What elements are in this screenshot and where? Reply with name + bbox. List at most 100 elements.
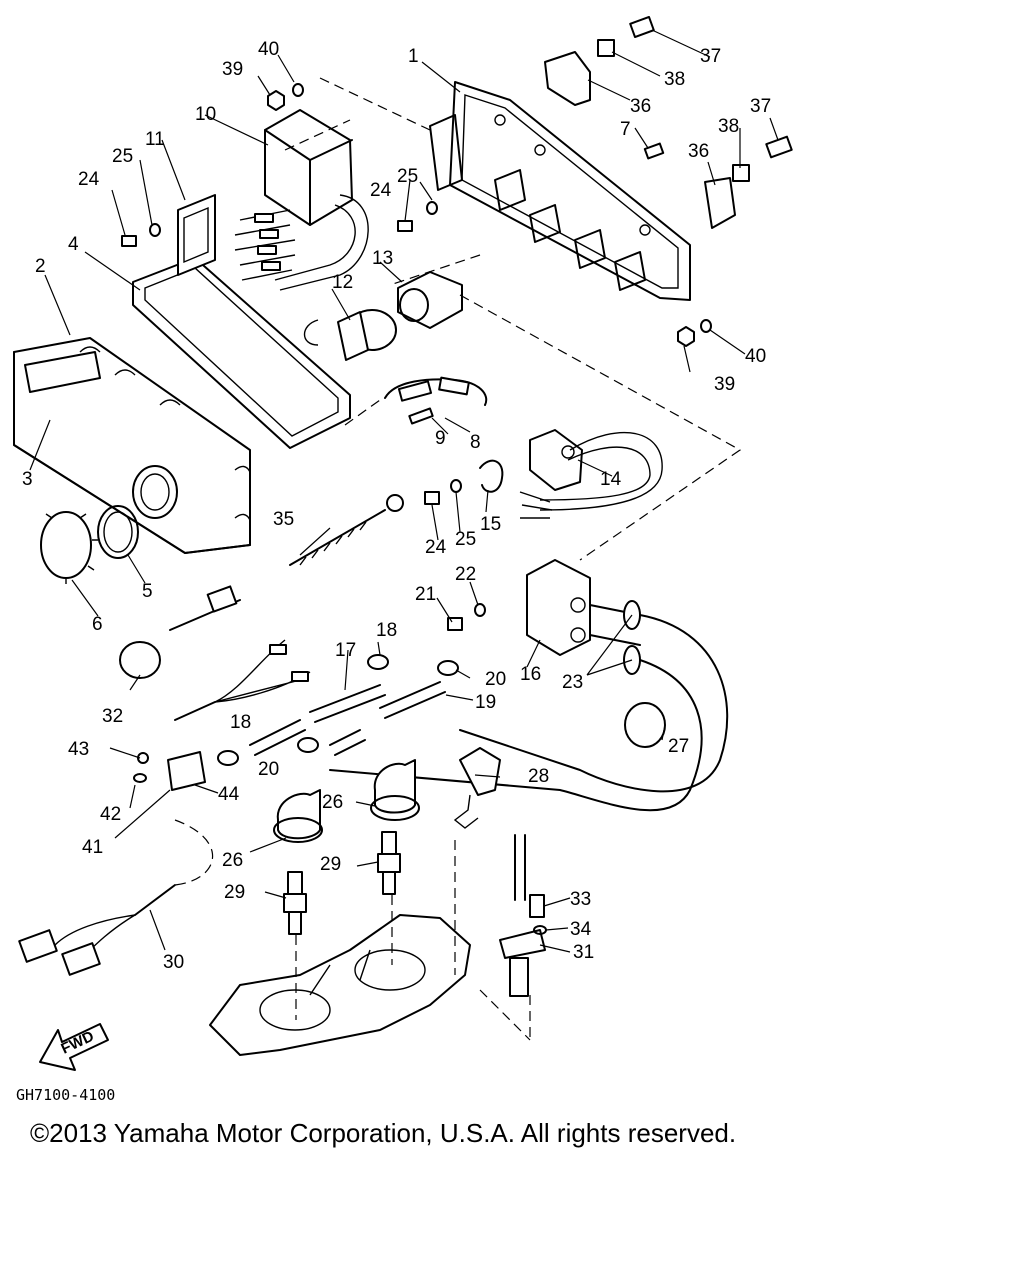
callout-26a: 26 (222, 850, 243, 871)
cdi-unit-part-13[interactable] (397, 271, 463, 329)
callout-22: 22 (455, 564, 476, 585)
clamp-part-32[interactable] (119, 641, 161, 679)
callout-9: 9 (435, 428, 446, 449)
callout-21: 21 (415, 584, 436, 605)
holder-part-11[interactable] (177, 194, 216, 276)
callout-18b: 18 (230, 712, 251, 733)
hose-part-17[interactable] (309, 684, 386, 723)
callout-13: 13 (372, 248, 393, 269)
callout-42: 42 (100, 804, 121, 825)
callout-37a: 37 (700, 46, 721, 67)
callout-33: 33 (570, 889, 591, 910)
sensor-bracket-part-28[interactable] (453, 747, 501, 829)
cable-part-35[interactable] (289, 494, 404, 566)
bolt-part-7[interactable] (643, 142, 665, 160)
callout-39a: 39 (222, 59, 243, 80)
callout-14: 14 (600, 469, 622, 490)
spark-plug-cap-part-26-a[interactable] (273, 789, 323, 843)
spark-plug-cap-part-26-b[interactable] (370, 759, 420, 821)
spark-plug-part-29-b[interactable] (377, 831, 401, 895)
callout-27: 27 (668, 736, 689, 757)
callout-20a: 20 (485, 669, 506, 690)
callout-15: 15 (480, 514, 501, 535)
callout-10: 10 (195, 104, 216, 125)
clamp-part-27[interactable] (624, 702, 666, 748)
clamp-part-15[interactable] (479, 459, 504, 493)
callout-26b: 26 (322, 792, 343, 813)
ignition-coil-part-14[interactable] (529, 429, 663, 511)
high-tension-cords (329, 614, 729, 812)
callout-37b: 37 (750, 96, 771, 117)
callout-18a: 18 (376, 620, 397, 641)
starter-relay-part-12[interactable] (303, 309, 397, 361)
nut-part-39[interactable] (267, 90, 695, 347)
callout-34: 34 (570, 919, 592, 940)
callout-25a: 25 (112, 146, 133, 167)
copyright-notice: ©2013 Yamaha Motor Corporation, U.S.A. A… (30, 1118, 737, 1148)
callout-25c: 25 (455, 529, 476, 550)
assembly-lines (174, 77, 742, 1041)
cover-part-2[interactable] (13, 337, 251, 554)
clamp-part-20-b[interactable] (297, 737, 319, 753)
fwd-arrow-icon: FWD (39, 1023, 109, 1071)
holder-part-44[interactable] (167, 751, 206, 791)
o-ring-part-5[interactable] (97, 505, 139, 559)
callout-40b: 40 (745, 346, 766, 367)
callout-35: 35 (273, 509, 294, 530)
callout-30: 30 (163, 952, 184, 973)
hose-part-19[interactable] (379, 681, 446, 719)
callout-44: 44 (218, 784, 240, 805)
washer-part-22[interactable] (474, 603, 486, 617)
drawing-code: GH7100-4100 (16, 1086, 115, 1100)
callout-28: 28 (528, 766, 549, 787)
callout-1: 1 (408, 46, 419, 67)
collar-part-38[interactable] (597, 39, 750, 182)
rectifier-part-10[interactable] (264, 109, 369, 291)
cylinder-head-base (209, 914, 471, 1056)
bracket-part-1[interactable] (429, 81, 691, 301)
washer-part-42[interactable] (133, 773, 147, 783)
grommet-part-23[interactable] (623, 600, 641, 675)
wire-harness (169, 585, 311, 721)
fuse-holder-part-8[interactable] (384, 376, 488, 406)
callout-4: 4 (68, 234, 79, 255)
callout-24a: 24 (78, 169, 100, 190)
terminal-leads-14 (519, 491, 553, 519)
diagram-canvas: 1 2 3 4 5 6 7 8 9 10 11 12 13 14 15 16 1… (13, 16, 793, 1100)
spark-plug-part-29-a[interactable] (283, 871, 307, 935)
sensor-part-31[interactable] (499, 834, 546, 997)
clamp-part-20-a[interactable] (437, 660, 459, 676)
callout-38a: 38 (664, 69, 685, 90)
callout-24b: 24 (370, 180, 392, 201)
bolt-part-37[interactable] (629, 16, 793, 159)
callout-31: 31 (573, 942, 594, 963)
callout-12: 12 (332, 272, 353, 293)
callout-38b: 38 (718, 116, 739, 137)
bolt-part-33[interactable] (529, 894, 545, 918)
clamp-part-18-a[interactable] (367, 654, 389, 670)
ignition-coil-part-16[interactable] (526, 559, 641, 656)
clip-part-43[interactable] (137, 752, 149, 764)
callout-43: 43 (68, 739, 89, 760)
clamp-part-18-b[interactable] (217, 750, 239, 766)
hose-lower (249, 719, 366, 756)
callout-17: 17 (335, 640, 356, 661)
washer-part-40[interactable] (292, 83, 712, 333)
callout-20b: 20 (258, 759, 279, 780)
leader-lines (29, 29, 779, 953)
wire-leads-10 (234, 209, 296, 281)
callout-labels: 1 2 3 4 5 6 7 8 9 10 11 12 13 14 15 16 1… (22, 39, 771, 973)
callout-36b: 36 (688, 141, 709, 162)
fuse-part-9[interactable] (408, 407, 434, 425)
bracket-part-36[interactable] (544, 51, 736, 229)
callout-19: 19 (475, 692, 496, 713)
callout-24c: 24 (425, 537, 447, 558)
lead-wire-part-30[interactable] (18, 884, 176, 976)
callout-40a: 40 (258, 39, 279, 60)
callout-32: 32 (102, 706, 123, 727)
cap-part-6[interactable] (40, 511, 98, 584)
callout-39b: 39 (714, 374, 735, 395)
callout-25b: 25 (397, 166, 418, 187)
callout-29b: 29 (320, 854, 341, 875)
callout-6: 6 (92, 614, 103, 635)
